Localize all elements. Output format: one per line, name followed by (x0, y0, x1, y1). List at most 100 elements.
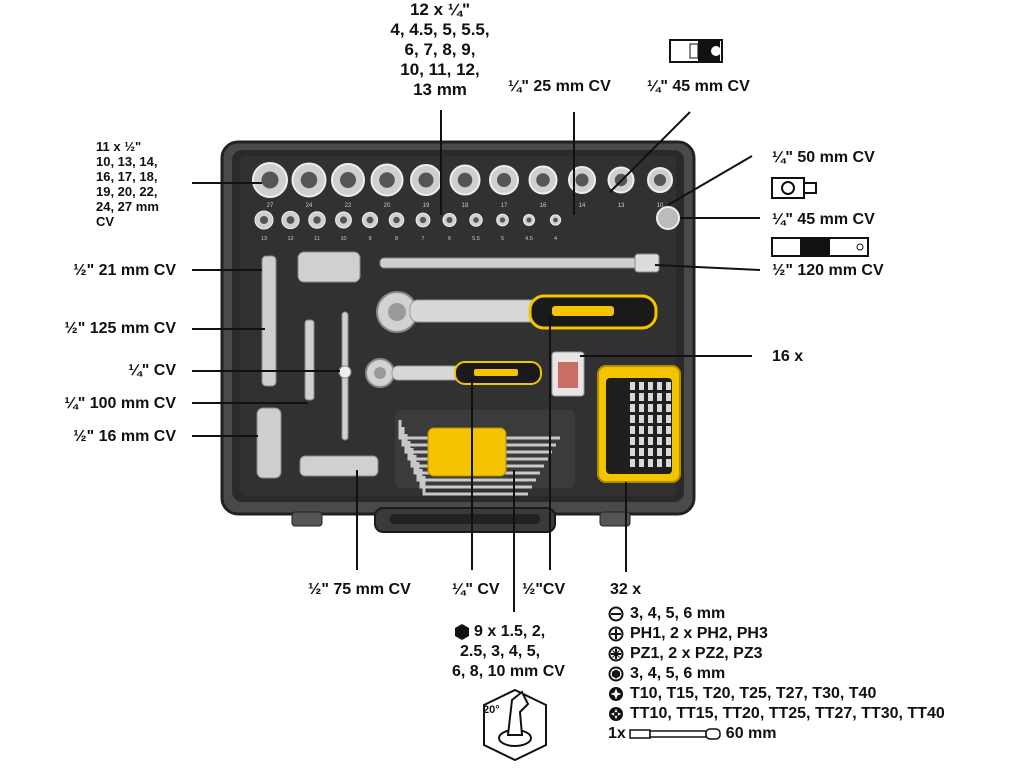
label-cv-50: ¼" 50 mm CV (772, 149, 875, 166)
screwdriver-bit (657, 393, 662, 401)
screwdriver-bit (666, 459, 671, 467)
socket-mark: 4.5 (525, 236, 533, 242)
screwdriver-bit (666, 426, 671, 434)
bit-holder-icon (629, 728, 721, 740)
socket-mark: 17 (501, 203, 508, 209)
hex-key-angle-icon (483, 688, 547, 762)
screwdriver-bit (630, 415, 635, 423)
bit-set (597, 365, 681, 483)
screwdriver-bit (657, 437, 662, 445)
socket-bore (499, 217, 506, 223)
socket-mark: 13 (618, 203, 625, 209)
left-socket-size-line: CV (96, 214, 115, 229)
socket-bore (259, 215, 269, 225)
bit-spec-text: 3, 4, 5, 6 mm (630, 605, 726, 622)
screwdriver-bit (639, 426, 644, 434)
top-socket-size-line: 13 mm (413, 80, 467, 99)
screwdriver-bit (648, 426, 653, 434)
socket-bore (393, 216, 400, 224)
label-cv-100: ¼" 100 mm CV (64, 395, 176, 412)
hex-key (416, 462, 536, 482)
socket-bore (419, 216, 427, 224)
screwdriver-bit (657, 448, 662, 456)
bit-spec-row: TT10, TT15, TT20, TT25, TT27, TT30, TT40 (608, 704, 945, 724)
socket-bore (300, 171, 318, 189)
socket-bore (497, 173, 511, 187)
bit-spec-row: PH1, 2 x PH2, PH3 (608, 624, 945, 644)
bit-spec-row: PZ1, 2 x PZ2, PZ3 (608, 644, 945, 664)
hex-key-line: 6, 8, 10 mm CV (452, 663, 565, 680)
socket-bore (553, 217, 558, 223)
socket-mark: 10 (340, 236, 346, 242)
bit-spec-text: 3, 4, 5, 6 mm (630, 665, 726, 682)
screwdriver-bit (639, 382, 644, 390)
left-socket-label: 11 x ½" 10, 13, 14, 16, 17, 18, 19, 20, … (96, 139, 159, 229)
adapter-socket (656, 206, 680, 230)
hex-key-set (395, 410, 575, 496)
screwdriver-bit (666, 415, 671, 423)
case-handle (374, 507, 556, 533)
socket-mark: 16 (540, 203, 547, 209)
socket-mark: 12 (287, 236, 293, 242)
screwdriver-bit (630, 393, 635, 401)
socket-mark: 9 (368, 236, 371, 242)
socket-bore (446, 217, 453, 223)
hex-key (419, 469, 532, 489)
bit-spec-row: 3, 4, 5, 6 mm (608, 604, 945, 624)
screwdriver-bit (666, 382, 671, 390)
top-socket-count: 12 x ¼" (409, 0, 471, 19)
top-socket-label: 12 x ¼" 4, 4.5, 5, 5.5, 6, 7, 8, 9, 10, … (375, 0, 505, 100)
socket-mark: 5.5 (472, 236, 480, 242)
left-socket-size-line: 24, 27 mm (96, 199, 159, 214)
bit-holder-row: 1x 60 mm (608, 724, 777, 744)
extension-100 (304, 319, 315, 401)
socket-mark: 20 (384, 203, 391, 209)
screw-box-contents (558, 362, 578, 388)
bit-spec-row: T10, T15, T20, T25, T27, T30, T40 (608, 684, 945, 704)
screwdriver-bit (630, 459, 635, 467)
socket-mark: 27 (267, 203, 274, 209)
socket-mark: 22 (345, 203, 352, 209)
socket-16mm (256, 407, 282, 479)
screwdriver-bit (648, 437, 653, 445)
screwdriver-bit (666, 448, 671, 456)
screwdriver-bit (666, 437, 671, 445)
left-socket-size-line: 16, 17, 18, (96, 169, 158, 184)
socket-mark: 13 (261, 236, 267, 242)
screwdriver-bit (657, 459, 662, 467)
bit-spec-text: PZ1, 2 x PZ2, PZ3 (630, 645, 763, 662)
socket-bore (575, 173, 589, 187)
tamper-torx-icon (609, 707, 623, 721)
leader-lines (192, 110, 761, 612)
case-latch-left (291, 511, 323, 527)
socket-mark: 8 (395, 236, 398, 242)
screwdriver-bit (666, 393, 671, 401)
extension-bar-120 (379, 253, 660, 273)
bits-count: 32 x (610, 581, 642, 598)
screwdriver-bit (639, 448, 644, 456)
socket-bore (366, 216, 374, 224)
screwdriver-bit (630, 437, 635, 445)
socket-bore (536, 173, 550, 187)
hex-key (422, 476, 528, 496)
socket-bore (379, 172, 395, 188)
label-cv-21: ½" 21 mm CV (73, 262, 176, 279)
label-cv-45-right: ¼" 45 mm CV (772, 211, 875, 228)
label-cv-25: ¼" 25 mm CV (508, 78, 611, 95)
left-socket-size-line: 19, 20, 22, (96, 184, 158, 199)
socket-bore (313, 216, 321, 224)
screwdriver-bit (639, 437, 644, 445)
screwdriver-bit (630, 448, 635, 456)
hex-key (398, 420, 560, 440)
screwdriver-bit (648, 415, 653, 423)
socket-bore (654, 174, 666, 186)
screwdriver-bit (666, 404, 671, 412)
label-ratchet-quarter: ¼" CV (452, 581, 500, 598)
socket-bore (261, 171, 279, 189)
screwdriver-bit (657, 404, 662, 412)
adapter-45-top-icon (669, 39, 723, 63)
bit-holder-length: 60 mm (725, 725, 777, 742)
phillips-icon (608, 626, 624, 642)
